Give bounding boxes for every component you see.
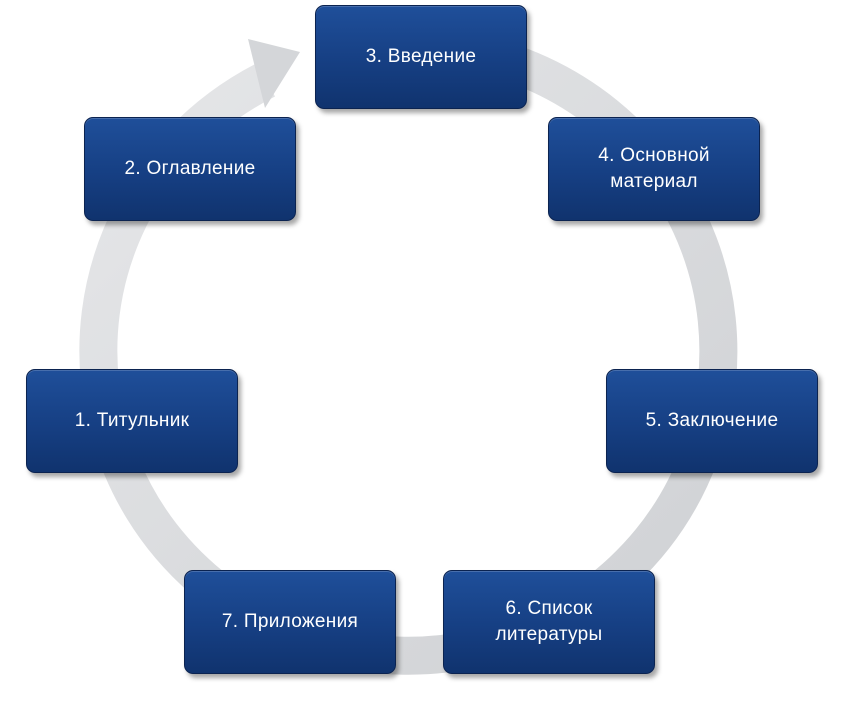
node-references: 6. Список литературы [443,570,655,674]
node-appendix: 7. Приложения [184,570,396,674]
cycle-arrow-icon [248,39,300,108]
node-references-label: 6. Список литературы [495,598,603,645]
node-conclusion-label: 5. Заключение [645,410,779,432]
node-title-page-label: 1. Титульник [74,410,190,432]
node-table-of-contents: 2. Оглавление [84,117,296,221]
node-conclusion: 5. Заключение [606,369,818,473]
node-title-page: 1. Титульник [26,369,238,473]
node-main-material-label: 4. Основной материал [598,145,710,192]
node-table-of-contents-label: 2. Оглавление [124,158,256,180]
node-intro: 3. Введение [315,5,527,109]
node-intro-label: 3. Введение [365,46,477,68]
node-main-material: 4. Основной материал [548,117,760,221]
node-appendix-label: 7. Приложения [221,611,359,633]
